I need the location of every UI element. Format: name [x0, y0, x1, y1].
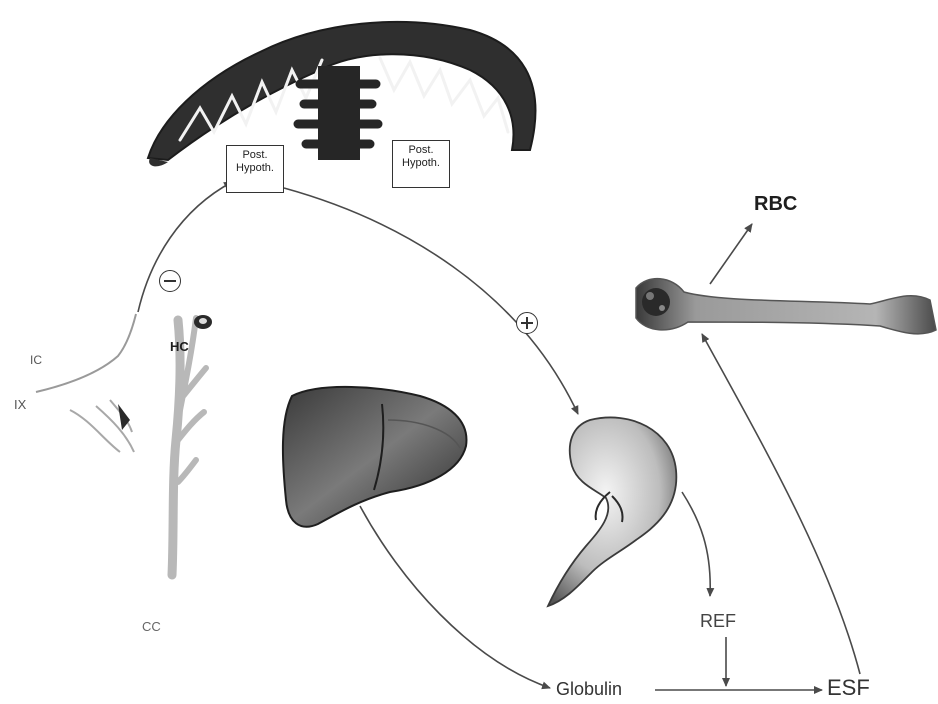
arrow-carotid-to-hypothalamus [138, 182, 232, 312]
rbc-label: RBC [754, 194, 797, 214]
post-hypothalamus-box-left: Post. Hypoth. [226, 145, 284, 193]
ref-label: REF [700, 612, 736, 630]
arrow-liver-to-globulin [360, 506, 550, 688]
brain-cortex-icon [148, 22, 535, 166]
ic-label: IC [30, 354, 42, 366]
post-hypothalamus-line1: Post. [229, 149, 281, 162]
minus-sign-icon [159, 270, 181, 292]
plus-sign-icon [516, 312, 538, 334]
ix-label: IX [14, 398, 26, 411]
arrow-kidney-to-ref [682, 492, 710, 596]
liver-icon [283, 387, 467, 527]
esf-label: ESF [827, 677, 870, 699]
kidney-icon [548, 417, 676, 606]
globulin-label: Globulin [556, 680, 622, 698]
post-hypothalamus-line2: Hypoth. [395, 157, 447, 170]
arrow-hypothalamus-to-kidney [284, 188, 578, 414]
cc-label: CC [142, 620, 161, 633]
hc-label: HC [170, 340, 189, 353]
post-hypothalamus-line1: Post. [395, 144, 447, 157]
arrow-bone-to-rbc [710, 224, 752, 284]
bone-marrow-icon [636, 279, 936, 334]
post-hypothalamus-line2: Hypoth. [229, 162, 281, 175]
post-hypothalamus-box-right: Post. Hypoth. [392, 140, 450, 188]
